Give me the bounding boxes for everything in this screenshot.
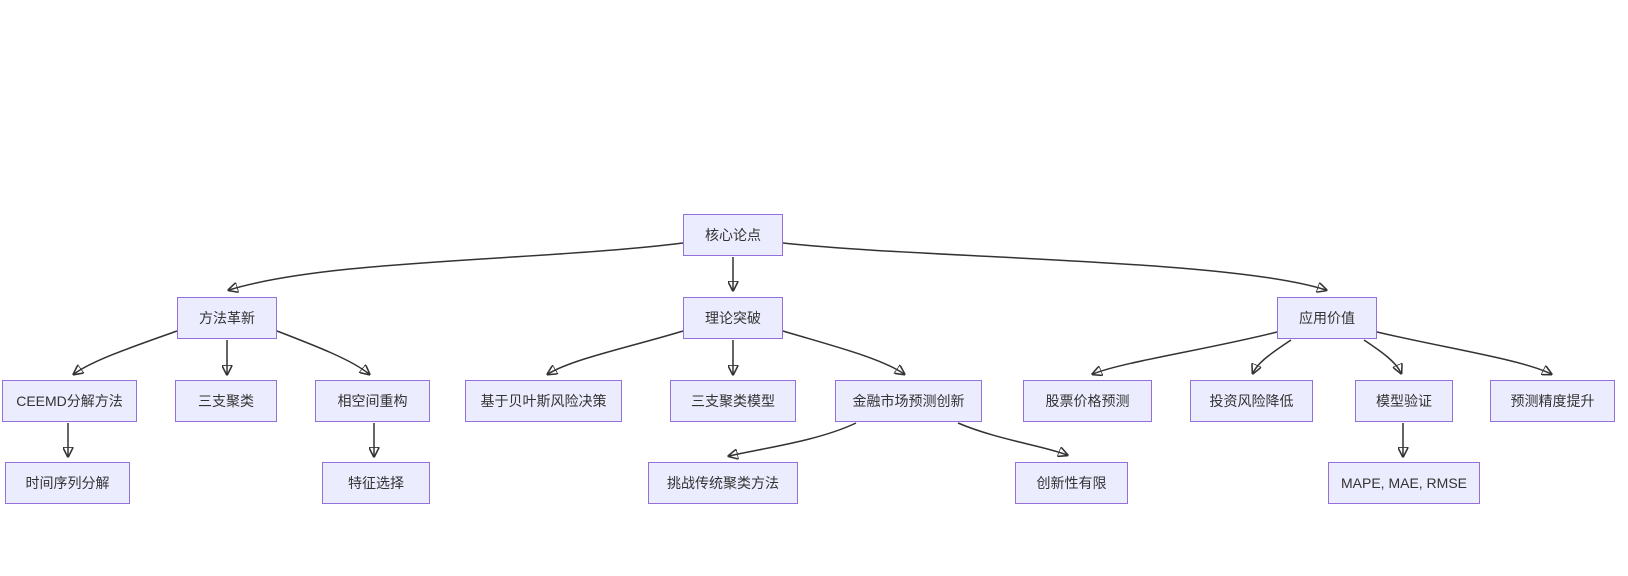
edge-method-to-ceemd (74, 330, 178, 374)
edge-theory-to-bayes (548, 330, 684, 374)
node-phase-space-reconstruction: 相空间重构 (315, 380, 430, 422)
node-ceemd-decomposition: CEEMD分解方法 (2, 380, 137, 422)
node-model-validation: 模型验证 (1355, 380, 1453, 422)
node-application-value: 应用价值 (1277, 297, 1377, 339)
node-core-thesis: 核心论点 (683, 214, 783, 256)
edge-core-to-method (229, 242, 684, 290)
node-theory-breakthrough: 理论突破 (683, 297, 783, 339)
node-time-series-decomposition: 时间序列分解 (5, 462, 130, 504)
edge-core-to-application (782, 242, 1326, 290)
node-financial-market-forecast-innovation: 金融市场预测创新 (835, 380, 982, 422)
node-forecast-accuracy-improvement: 预测精度提升 (1490, 380, 1615, 422)
edge-application-to-validation (1363, 339, 1401, 373)
edge-application-to-risk (1253, 339, 1292, 373)
node-limited-novelty: 创新性有限 (1015, 462, 1128, 504)
edge-finmarket-to-challenge (729, 422, 857, 456)
edge-finmarket-to-limited (957, 422, 1067, 455)
node-three-way-clustering-model: 三支聚类模型 (670, 380, 796, 422)
node-stock-price-prediction: 股票价格预测 (1023, 380, 1152, 422)
node-bayesian-risk-decision: 基于贝叶斯风险决策 (465, 380, 622, 422)
node-three-way-clustering: 三支聚类 (175, 380, 277, 422)
edge-application-to-accuracy (1376, 331, 1551, 374)
node-challenge-traditional-clustering: 挑战传统聚类方法 (648, 462, 798, 504)
node-method-innovation: 方法革新 (177, 297, 277, 339)
node-feature-selection: 特征选择 (322, 462, 430, 504)
edge-application-to-stock (1093, 331, 1278, 374)
edge-method-to-phasespace (276, 330, 369, 374)
edge-theory-to-finmarket (782, 330, 904, 374)
node-investment-risk-reduction: 投资风险降低 (1190, 380, 1313, 422)
node-evaluation-metrics: MAPE, MAE, RMSE (1328, 462, 1480, 504)
